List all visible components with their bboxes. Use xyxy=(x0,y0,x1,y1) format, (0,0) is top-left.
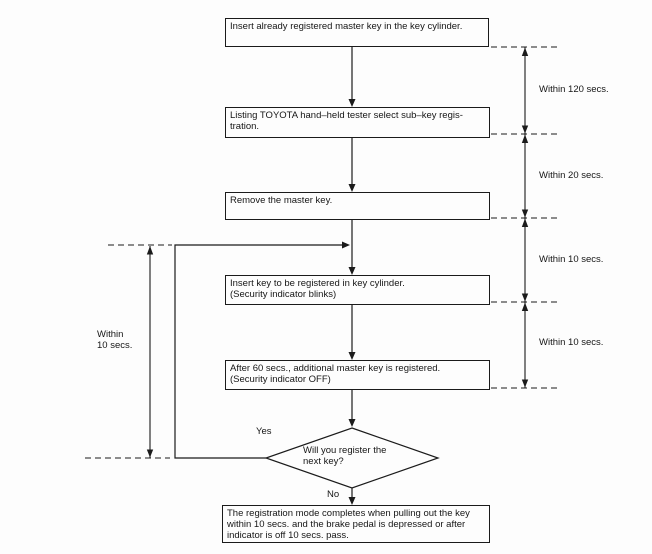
step-text: After 60 secs., additional master key is… xyxy=(230,363,441,374)
timing-label-left-10-secs: Within 10 secs. xyxy=(97,329,132,351)
terminal-box-registration-complete: The registration mode completes when pul… xyxy=(222,505,490,543)
timing-label-20-secs: Within 20 secs. xyxy=(539,170,604,181)
step-box-remove-master-key: Remove the master key. xyxy=(225,192,490,220)
no-branch-label: No xyxy=(327,489,340,500)
arrowhead-down-icon xyxy=(521,125,529,134)
arrowhead-down-icon xyxy=(348,419,356,427)
step-text: Insert already registered master key in … xyxy=(230,21,463,32)
terminal-text: indicator is off 10 secs. pass. xyxy=(227,530,349,541)
arrowhead-down-icon xyxy=(348,352,356,360)
yes-branch-label: Yes xyxy=(256,426,272,437)
feedback-loop-line xyxy=(174,244,343,459)
dimension-arrowheads xyxy=(146,47,529,458)
arrowhead-down-icon xyxy=(348,267,356,275)
timing-label-line: 10 secs. xyxy=(97,340,133,351)
timing-dashed-lines xyxy=(85,46,559,459)
arrowhead-up-icon xyxy=(521,134,529,143)
step-text: Remove the master key. xyxy=(230,195,333,206)
step-text: (Security indicator blinks) xyxy=(230,289,337,300)
timing-label-120-secs: Within 120 secs. xyxy=(539,84,609,95)
timing-label-10-secs-a: Within 10 secs. xyxy=(539,254,604,265)
arrowhead-right-icon xyxy=(342,241,350,249)
step-text: tration. xyxy=(230,121,260,132)
step-box-insert-master-key: Insert already registered master key in … xyxy=(225,18,489,47)
timing-label-line: Within xyxy=(97,329,124,340)
terminal-text: The registration mode completes when pul… xyxy=(227,508,470,519)
step-text: Insert key to be registered in key cylin… xyxy=(230,278,405,289)
arrowhead-up-icon xyxy=(146,246,154,255)
arrowhead-down-icon xyxy=(348,184,356,192)
arrowhead-down-icon xyxy=(348,99,356,107)
step-box-tester-select: Listing TOYOTA hand–held tester select s… xyxy=(225,107,490,138)
decision-text-line: next key? xyxy=(303,456,344,467)
decision-text: Will you register the next key? xyxy=(303,445,386,467)
arrowhead-down-icon xyxy=(348,497,356,505)
arrowhead-up-icon xyxy=(521,302,529,311)
step-box-key-registered: After 60 secs., additional master key is… xyxy=(225,360,490,390)
decision-diamond xyxy=(264,427,440,489)
arrowhead-down-icon xyxy=(521,209,529,218)
step-text: Listing TOYOTA hand–held tester select s… xyxy=(230,110,463,121)
arrowhead-up-icon xyxy=(521,47,529,56)
arrowhead-up-icon xyxy=(521,218,529,227)
arrowhead-down-icon xyxy=(146,449,154,458)
step-text: (Security indicator OFF) xyxy=(230,374,331,385)
arrowhead-down-icon xyxy=(521,379,529,388)
timing-label-10-secs-b: Within 10 secs. xyxy=(539,337,604,348)
step-box-insert-new-key: Insert key to be registered in key cylin… xyxy=(225,275,490,305)
flow-connectors xyxy=(174,47,353,502)
terminal-text: within 10 secs. and the brake pedal is d… xyxy=(227,519,466,530)
decision-text-line: Will you register the xyxy=(303,445,387,456)
arrowheads xyxy=(342,99,356,505)
arrowhead-down-icon xyxy=(521,293,529,302)
